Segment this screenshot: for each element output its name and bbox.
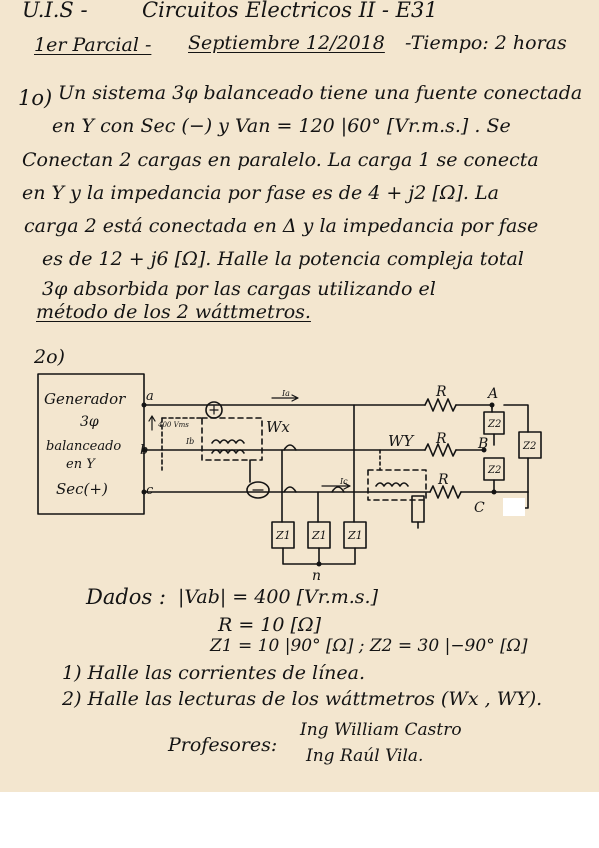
wattmeter-x-plus: [205, 401, 223, 419]
z2-label: Z2: [487, 419, 501, 430]
given-value: Z1 = 10 |90° [Ω] ; Z2 = 30 |−90° [Ω]: [210, 636, 528, 656]
school-name: U.I.S -: [22, 0, 88, 22]
generator-label: balanceado: [46, 439, 121, 454]
resistor-label: R: [437, 472, 449, 488]
current-a-label: Ia: [281, 389, 290, 398]
problem1-line: es de 12 + j6 [Ω]. Halle la potencia com…: [42, 248, 524, 270]
voltage-label: 400 Vms: [157, 421, 189, 429]
wattmeter-y-label: WY: [388, 432, 415, 450]
z2-label: Z2: [487, 465, 501, 476]
node-b: B: [477, 436, 488, 452]
z1-label: Z1: [275, 529, 291, 542]
wattmeter-y-box: [367, 469, 427, 501]
current-c-label: Ic: [339, 477, 348, 486]
problem1-line: 3φ absorbida por las cargas utilizando e…: [42, 278, 436, 300]
terminal-c: c: [146, 483, 154, 498]
z2-label: Z2: [522, 441, 536, 452]
resistor-c: [429, 485, 462, 499]
generator-label: 3φ: [80, 414, 99, 430]
generator-box: [37, 373, 145, 515]
exam-sheet: U.I.S - Circuitos Electricos II - E31 1e…: [0, 0, 599, 792]
exam-time: -Tiempo: 2 horas: [405, 32, 567, 54]
neutral-label: n: [312, 568, 321, 584]
professor-name: Ing Raúl Vila.: [306, 746, 424, 766]
generator-label: Sec(+): [56, 480, 108, 498]
z1-label: Z1: [311, 529, 327, 542]
generator-label: Generador: [44, 390, 126, 408]
current-b-label: Ib: [185, 437, 194, 446]
wattmeter-y-coil: [375, 482, 409, 487]
professor-name: Ing William Castro: [300, 720, 462, 740]
line-a-to-node: [455, 404, 493, 409]
given-value: |Vab| = 400 [Vr.m.s.]: [178, 586, 379, 608]
node-c: C: [474, 500, 485, 516]
resistor-b: [424, 443, 457, 457]
resistor-label: R: [435, 431, 447, 447]
problem1-line: método de los 2 wáttmetros.: [36, 301, 311, 323]
terminal-b: b: [140, 443, 148, 458]
course-title: Circuitos Electricos II - E31: [142, 0, 438, 22]
z1-label: Z1: [347, 529, 363, 542]
question: 1) Halle las corrientes de línea.: [62, 662, 365, 684]
problem2-number: 2o): [34, 346, 65, 368]
problem1-line: en Y y la impedancia por fase es de 4 + …: [22, 182, 499, 204]
wattmeter-x-label: Wx: [266, 418, 290, 436]
problem1-number: 1o): [18, 86, 53, 110]
question: 2) Halle las lecturas de los wáttmetros …: [62, 688, 543, 710]
resistor-a: [424, 398, 457, 412]
problem1-line: carga 2 está conectada en Δ y la impedan…: [24, 215, 539, 237]
terminal-a: a: [146, 389, 154, 404]
wattmeter-x-minus: [246, 481, 270, 499]
wattmeter-x-box: [201, 417, 263, 461]
problem1-line: Un sistema 3φ balanceado tiene una fuent…: [58, 82, 583, 104]
circuit-diagram: Generador 3φ balanceado en Y Sec(+) a b …: [37, 373, 542, 584]
exam-date: Septiembre 12/2018: [188, 32, 385, 54]
wattmeter-x-coil: [211, 439, 245, 444]
node-a: A: [486, 386, 498, 402]
given-label: Dados :: [86, 585, 166, 609]
problem1-line: en Y con Sec (−) y Van = 120 |60° [Vr.m.…: [52, 115, 511, 137]
problem1-line: Conectan 2 cargas en paralelo. La carga …: [22, 149, 539, 171]
exam-label: 1er Parcial -: [34, 34, 152, 56]
resistor-label: R: [435, 384, 447, 400]
generator-label: en Y: [66, 457, 96, 472]
given-value: R = 10 [Ω]: [218, 614, 322, 636]
z2-ca: [518, 431, 542, 459]
professors-label: Profesores:: [168, 734, 278, 756]
